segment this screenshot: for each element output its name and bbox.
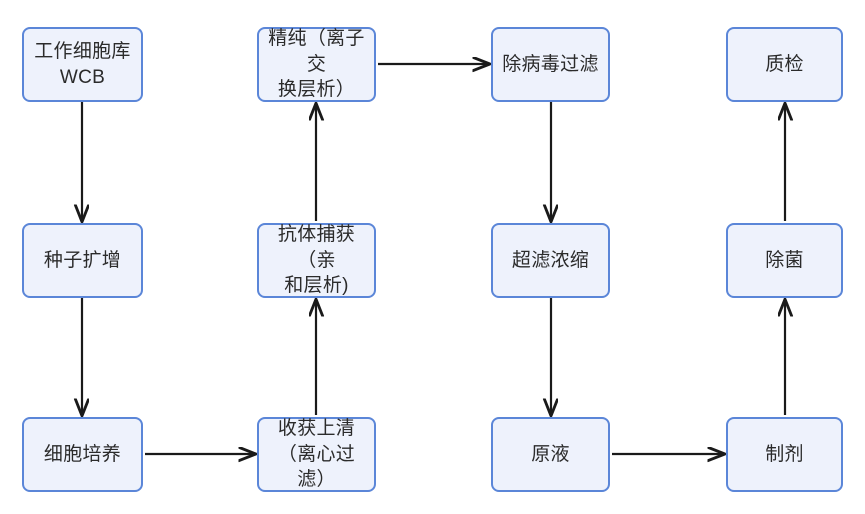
node-label: 精纯（离子交 换层析） [268, 28, 365, 101]
node-label: 细胞培养 [43, 443, 122, 465]
node-culture[interactable]: 细胞培养 [22, 417, 143, 492]
node-label: 收获上清 （离心过滤） [277, 418, 356, 491]
edge-group [82, 64, 785, 454]
node-label: 种子扩增 [43, 249, 122, 271]
node-harvest[interactable]: 收获上清 （离心过滤） [257, 417, 376, 492]
node-purify[interactable]: 精纯（离子交 换层析） [257, 27, 376, 102]
node-sterile[interactable]: 除菌 [726, 223, 843, 298]
node-label: 抗体捕获（亲 和层析) [277, 224, 356, 297]
node-wcb[interactable]: 工作细胞库 WCB [22, 27, 143, 102]
node-ultra[interactable]: 超滤浓缩 [491, 223, 610, 298]
node-capture[interactable]: 抗体捕获（亲 和层析) [257, 223, 376, 298]
node-label: 质检 [765, 53, 804, 75]
node-bulk[interactable]: 原液 [491, 417, 610, 492]
node-label: 制剂 [765, 443, 804, 465]
node-seed[interactable]: 种子扩增 [22, 223, 143, 298]
node-virus[interactable]: 除病毒过滤 [491, 27, 610, 102]
node-label: 超滤浓缩 [511, 249, 590, 271]
node-qc[interactable]: 质检 [726, 27, 843, 102]
node-label: 除病毒过滤 [502, 53, 599, 75]
node-label: 原液 [531, 443, 570, 465]
node-label: 除菌 [765, 249, 804, 271]
node-label: 工作细胞库 WCB [34, 40, 131, 88]
node-formulate[interactable]: 制剂 [726, 417, 843, 492]
